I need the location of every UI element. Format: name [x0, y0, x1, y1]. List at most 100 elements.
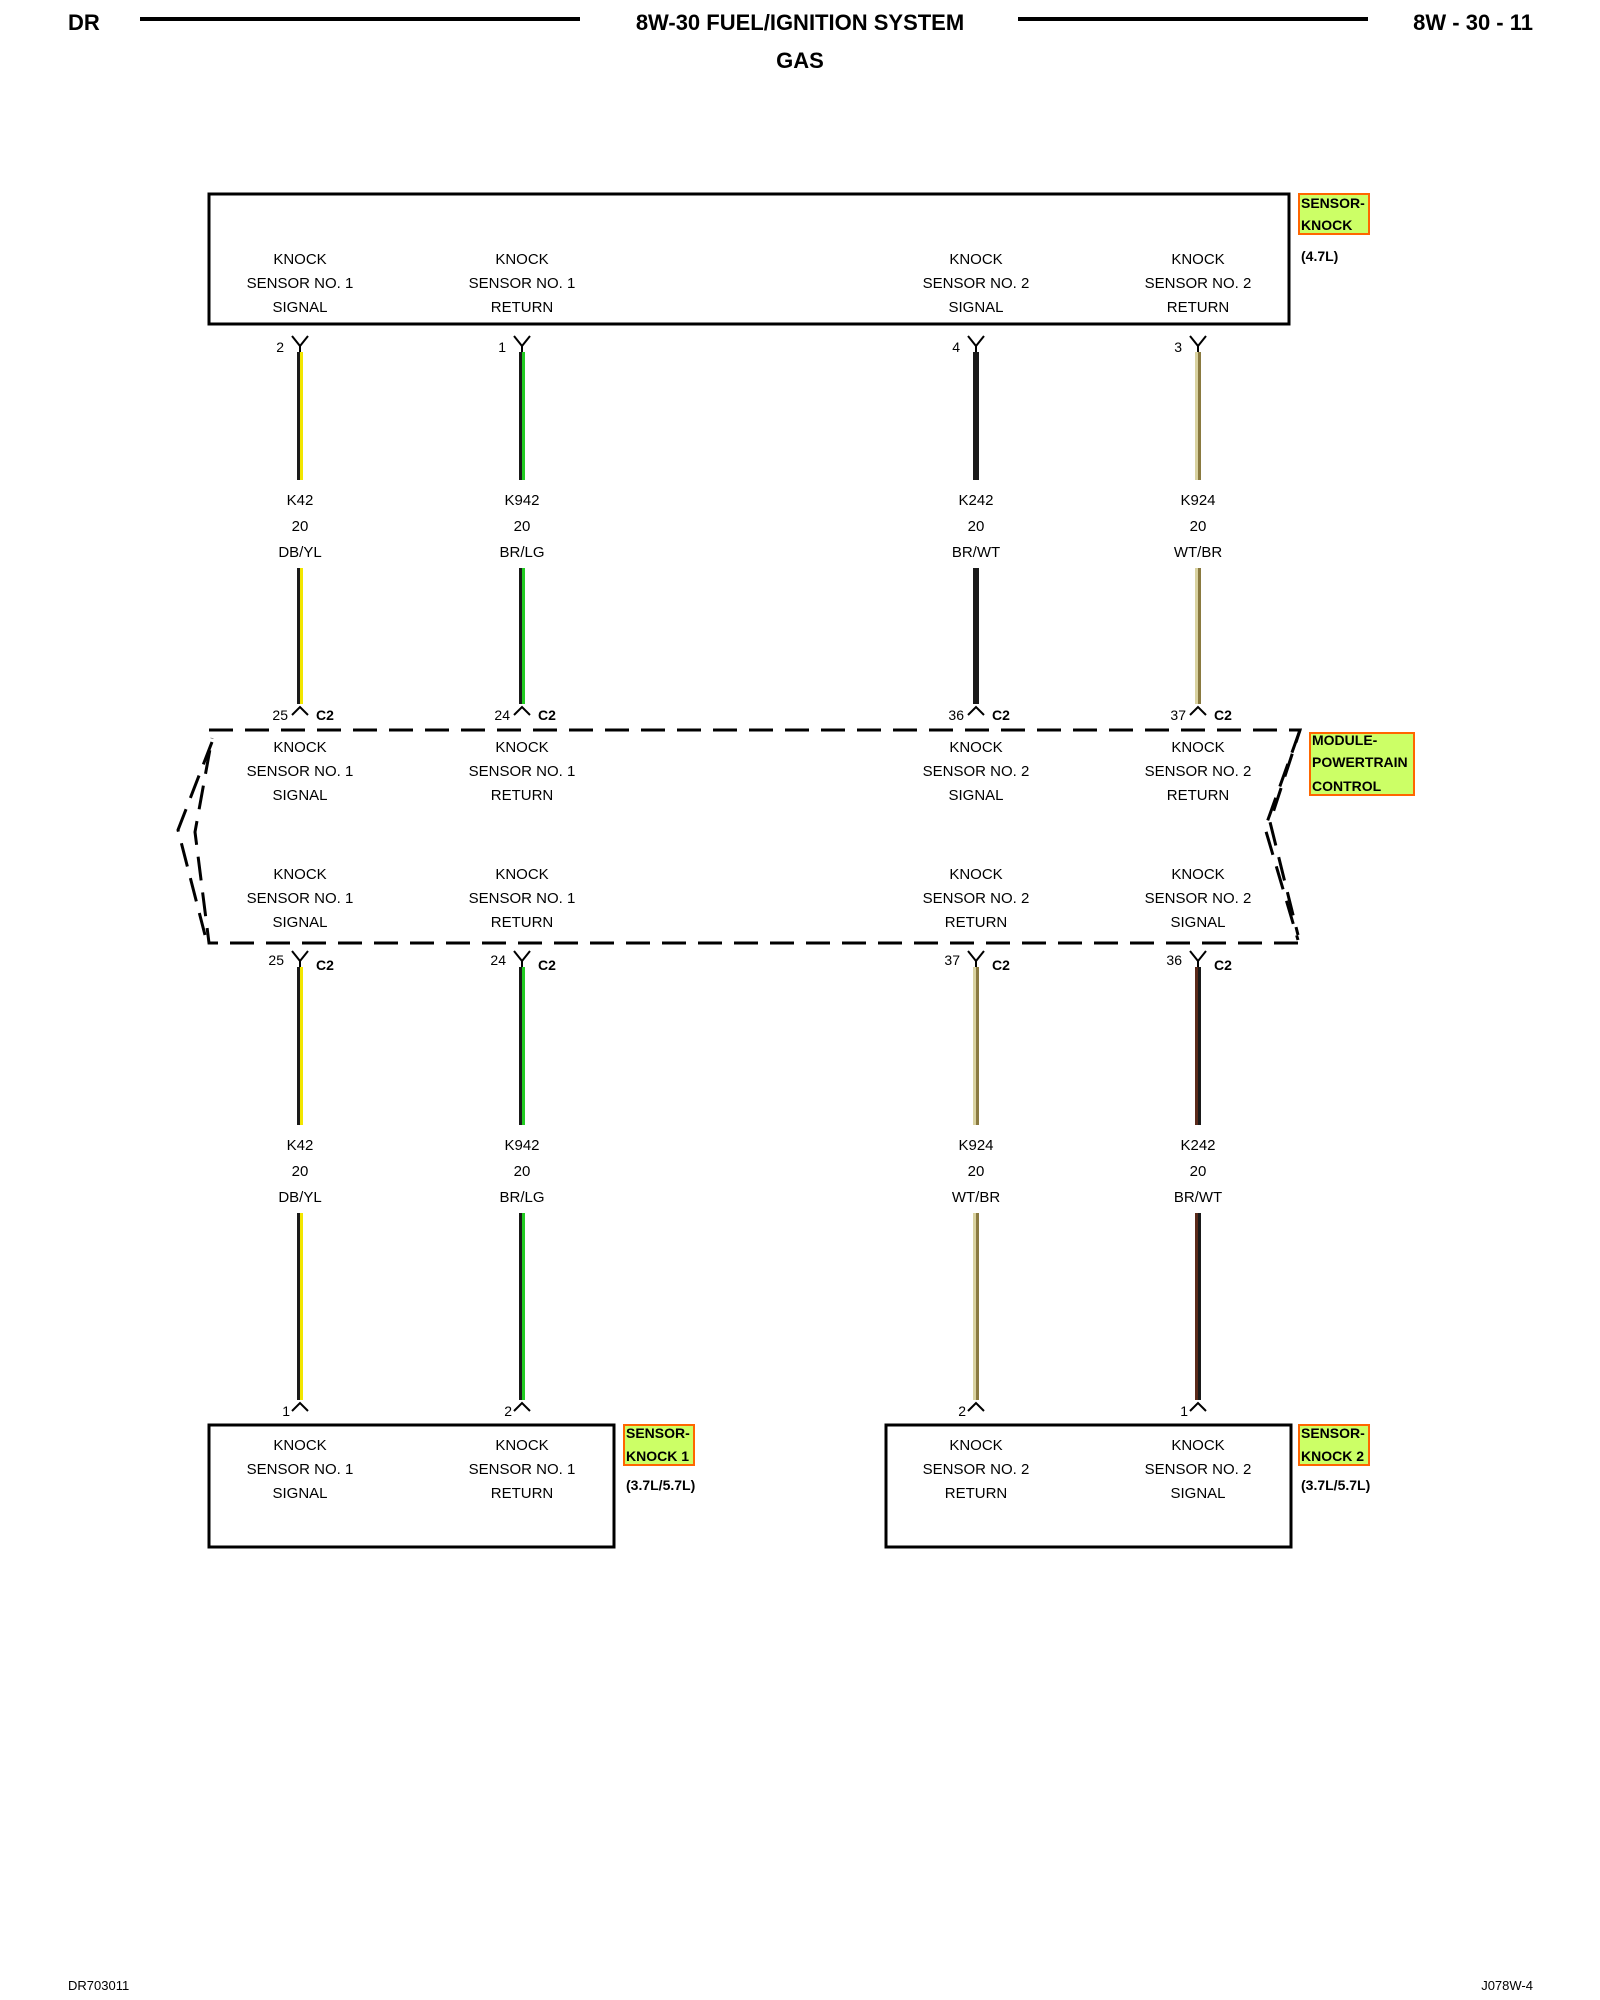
pcm-bottom-label-2-line3: RETURN: [491, 914, 554, 931]
top-wire-4-circuit: K924: [1180, 492, 1215, 509]
pcm-top-label-1-line2: SENSOR NO. 1: [247, 763, 354, 780]
knock-sensor-1-box: [207, 1423, 616, 1549]
pcm-bottom-label-2-line1: KNOCK: [495, 866, 548, 883]
sensor-knock-1-name-1: SENSOR-: [626, 1425, 690, 1441]
pcm-name-2: POWERTRAIN: [1312, 754, 1408, 770]
bottom-sensor-pin-1: 1: [282, 1403, 290, 1419]
pcm-top-pin-1: 25: [272, 707, 288, 723]
sensor-knock-2-name-1: SENSOR-: [1301, 1425, 1365, 1441]
top-sensor-label-4-line3: RETURN: [1167, 299, 1230, 316]
footer-left: DR703011: [68, 1978, 129, 1993]
pcm-bottom-connector-2: C2: [538, 957, 556, 973]
top-sensor-label-2-line1: KNOCK: [495, 251, 548, 268]
pcm-top-label-1-line1: KNOCK: [273, 739, 326, 756]
pcm-bottom-label-4-line3: SIGNAL: [1170, 914, 1225, 931]
pcm-top-connector-2: C2: [538, 707, 556, 723]
pcm-bottom-label-4-line2: SENSOR NO. 2: [1145, 890, 1252, 907]
pcm-top-label-2-line1: KNOCK: [495, 739, 548, 756]
header-subtitle: GAS: [776, 48, 824, 73]
bottom-wire-4-gauge: 20: [1190, 1163, 1207, 1180]
top-wire-2-color: BR/LG: [499, 544, 544, 561]
bottom-sensor-terminal-1: [291, 1401, 309, 1412]
top-sensor-pin-1: 2: [276, 339, 284, 355]
pcm-bottom-label-3-line2: SENSOR NO. 2: [923, 890, 1030, 907]
pcm-bottom-label-4-line1: KNOCK: [1171, 866, 1224, 883]
bottom-wire-2-circuit: K942: [504, 1137, 539, 1154]
bottom-sensor-terminal-2: [513, 1401, 531, 1412]
bottom-sensor-label-1-line2: SENSOR NO. 1: [247, 1461, 354, 1478]
pcm-top-connector-1: C2: [316, 707, 334, 723]
top-sensor-label-3-line2: SENSOR NO. 2: [923, 275, 1030, 292]
sensor-knock-1-name-2: KNOCK 1: [626, 1448, 689, 1464]
pcm-dashed-left-edge: [176, 741, 214, 936]
bottom-sensor-label-3-line3: RETURN: [945, 1485, 1008, 1502]
top-sensor-pin-2: 1: [498, 339, 506, 355]
top-sensor-terminal-1: [291, 335, 309, 352]
pcm-dashed-right-edge: [1263, 729, 1302, 941]
top-wire-3-gauge: 20: [968, 518, 985, 535]
sensor-knock-1-highlight: [623, 1424, 695, 1466]
bottom-sensor-label-4-line1: KNOCK: [1171, 1437, 1224, 1454]
bottom-sensor-label-4-line2: SENSOR NO. 2: [1145, 1461, 1252, 1478]
sensor-knock-4-7l-highlight: [1298, 193, 1370, 235]
pcm-dashed-outline: [193, 728, 1303, 945]
knock-sensor-2-box: [884, 1423, 1293, 1549]
sensor-knock-2-name-2: KNOCK 2: [1301, 1448, 1364, 1464]
bottom-sensor-label-3-line1: KNOCK: [949, 1437, 1002, 1454]
knock-sensor-4-7l-box: [207, 192, 1291, 326]
top-wire-2-gauge: 20: [514, 518, 531, 535]
pcm-bottom-connector-1: C2: [316, 957, 334, 973]
pcm-name-3: CONTROL: [1312, 778, 1382, 794]
pcm-bottom-terminal-3: [967, 950, 985, 967]
pcm-bottom-label-3-line3: RETURN: [945, 914, 1008, 931]
pcm-top-label-3-line2: SENSOR NO. 2: [923, 763, 1030, 780]
bottom-sensor-label-1-line3: SIGNAL: [272, 1485, 327, 1502]
bottom-wire-1-circuit: K42: [287, 1137, 314, 1154]
top-wire-4-gauge: 20: [1190, 518, 1207, 535]
sensor-knock-1-tag: SENSOR- KNOCK 1 (3.7L/5.7L): [623, 1424, 695, 1493]
top-sensor-terminal-2: [513, 335, 531, 352]
top-wire-1-color: DB/YL: [278, 544, 321, 561]
bottom-wire-1-gauge: 20: [292, 1163, 309, 1180]
bottom-wire-2-color: BR/LG: [499, 1189, 544, 1206]
bottom-sensor-label-1-line1: KNOCK: [273, 1437, 326, 1454]
pcm-top-connector-3: C2: [992, 707, 1010, 723]
top-sensor-label-1-line3: SIGNAL: [272, 299, 327, 316]
pcm-top-pin-3: 36: [948, 707, 964, 723]
pcm-top-label-4-line1: KNOCK: [1171, 739, 1224, 756]
top-wire-3-circuit: K242: [958, 492, 993, 509]
bottom-wire-3-circuit: K924: [958, 1137, 993, 1154]
pcm-bottom-terminal-2: [513, 950, 531, 967]
pcm-top-terminal-2: [513, 705, 531, 716]
bottom-sensor-terminal-4: [1189, 1401, 1207, 1412]
pcm-bottom-terminal-4: [1189, 950, 1207, 967]
bottom-sensor-terminal-3: [967, 1401, 985, 1412]
sensor-knock-4-7l-name-2: KNOCK: [1301, 217, 1352, 233]
top-sensor-label-1-line1: KNOCK: [273, 251, 326, 268]
top-wire-3-color: BR/WT: [952, 544, 1000, 561]
top-sensor-label-2-line2: SENSOR NO. 1: [469, 275, 576, 292]
pcm-bottom-connector-4: C2: [1214, 957, 1232, 973]
sensor-knock-2-variant: (3.7L/5.7L): [1301, 1477, 1370, 1493]
top-sensor-label-4-line1: KNOCK: [1171, 251, 1224, 268]
header-title: 8W-30 FUEL/IGNITION SYSTEM: [636, 10, 964, 35]
pcm-bottom-label-2-line2: SENSOR NO. 1: [469, 890, 576, 907]
bottom-sensor-label-2-line1: KNOCK: [495, 1437, 548, 1454]
footer-right: J078W-4: [1481, 1978, 1533, 1993]
pcm-bottom-label-3-line1: KNOCK: [949, 866, 1002, 883]
pcm-top-label-1-line3: SIGNAL: [272, 787, 327, 804]
bottom-sensor-pin-4: 1: [1180, 1403, 1188, 1419]
top-sensor-pin-3: 4: [952, 339, 960, 355]
bottom-wire-4-color: BR/WT: [1174, 1189, 1222, 1206]
top-sensor-label-1-line2: SENSOR NO. 1: [247, 275, 354, 292]
pcm-name-1: MODULE-: [1312, 732, 1378, 748]
pcm-top-label-3-line3: SIGNAL: [948, 787, 1003, 804]
pcm-bottom-pin-2: 24: [490, 952, 506, 968]
pcm-top-label-4-line2: SENSOR NO. 2: [1145, 763, 1252, 780]
pcm-tag: MODULE- POWERTRAIN CONTROL: [1309, 732, 1415, 796]
pcm-top-label-2-line3: RETURN: [491, 787, 554, 804]
top-wire-1-gauge: 20: [292, 518, 309, 535]
bottom-wire-2-gauge: 20: [514, 1163, 531, 1180]
top-sensor-label-3-line3: SIGNAL: [948, 299, 1003, 316]
